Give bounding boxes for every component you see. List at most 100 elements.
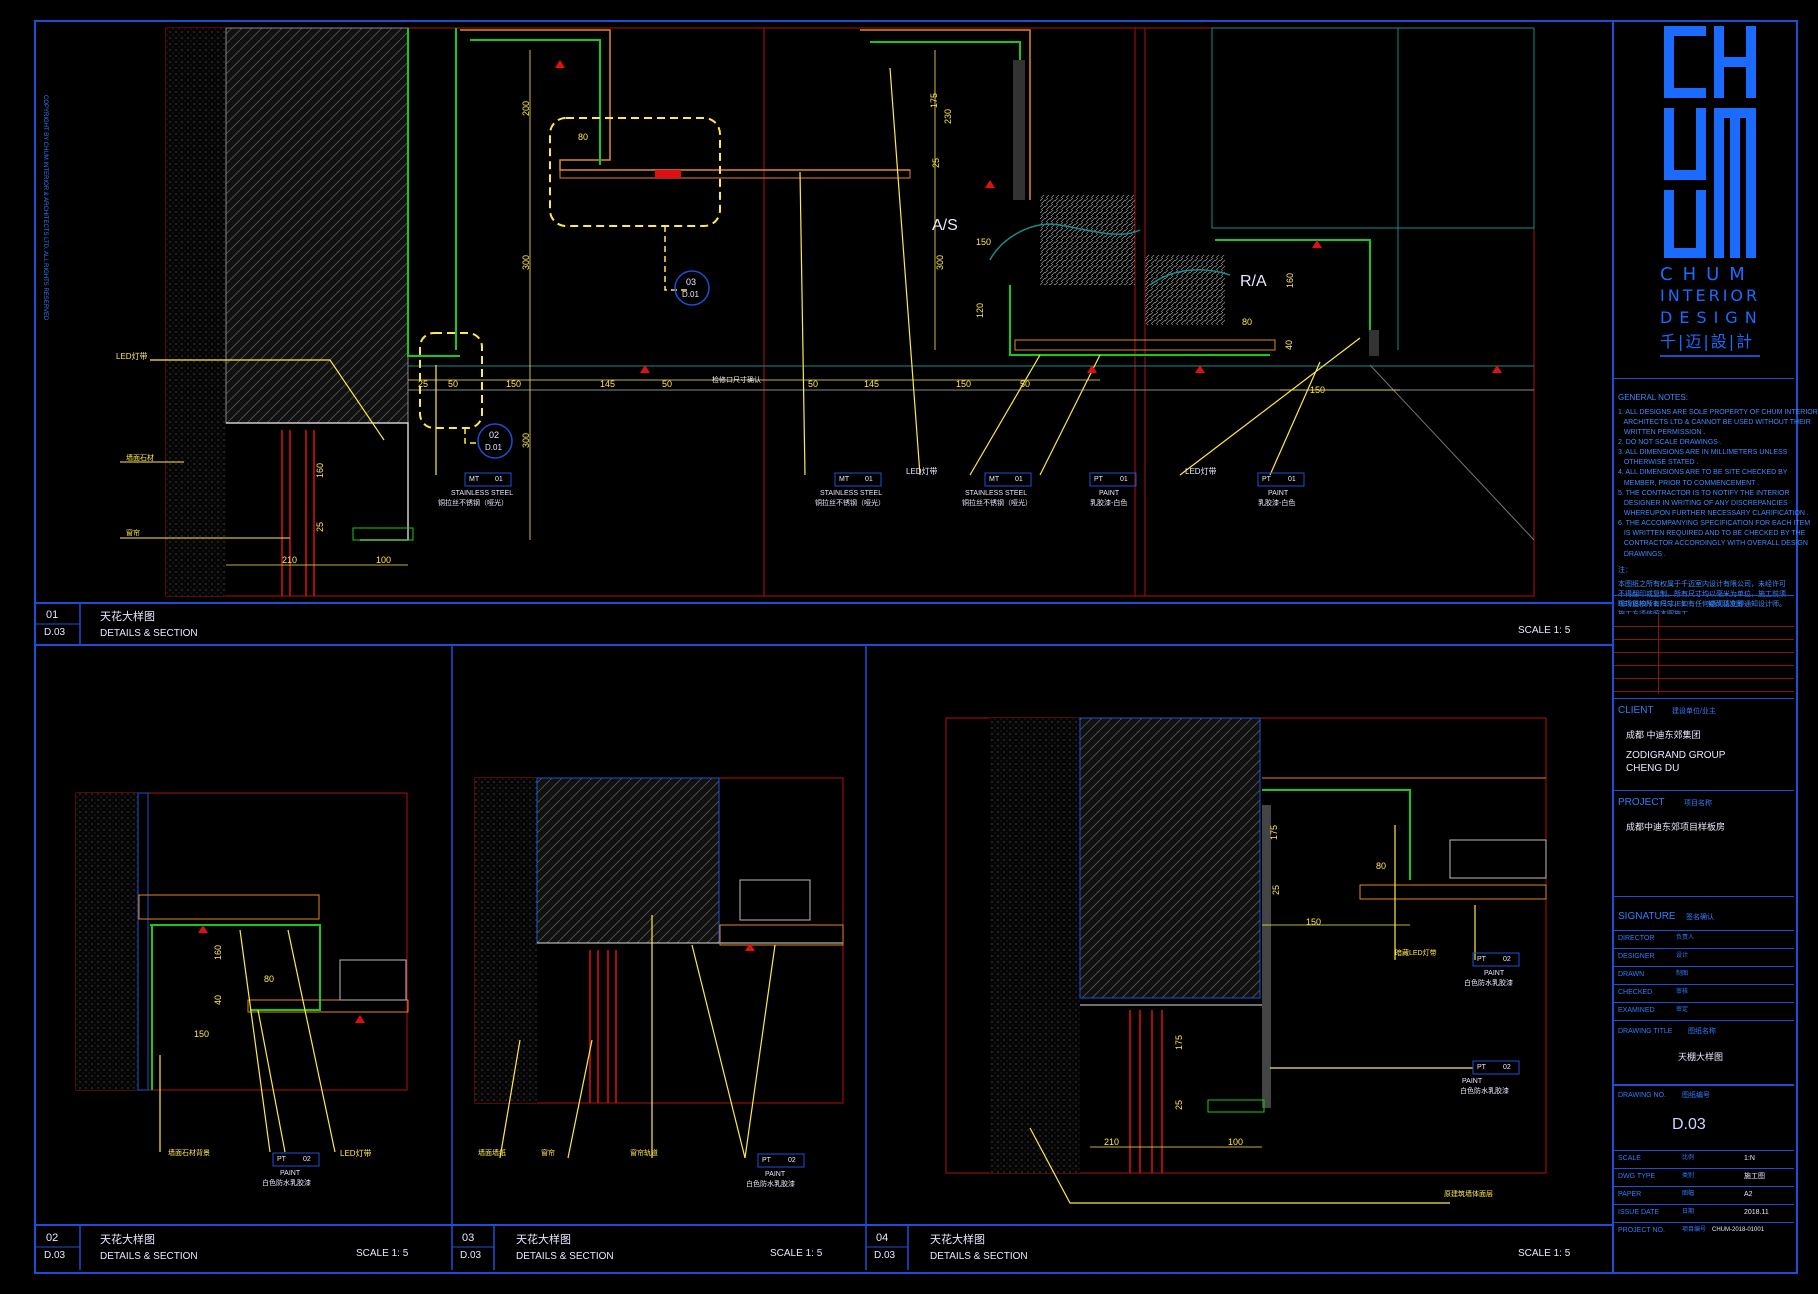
dim-25-2: 25 <box>315 521 325 532</box>
detail-number: 04 <box>876 1232 889 1244</box>
tag-01-4: 01 <box>1120 476 1128 483</box>
drawing-title-label: DRAWING TITLE <box>1618 1028 1673 1035</box>
led3: LED灯带 <box>1185 467 1217 476</box>
ss2: STAINLESS STEEL <box>820 490 883 497</box>
dim-145-1: 145 <box>600 379 616 389</box>
callout2b: D.01 <box>485 443 502 452</box>
drawing-no-value: D.03 <box>1672 1116 1706 1133</box>
tag-01-1: 01 <box>495 476 503 483</box>
detail-03-drawing <box>474 777 844 1168</box>
detail-title-en: DETAILS & SECTION <box>100 1251 198 1262</box>
chum-logo-mark <box>1664 26 1756 258</box>
meta-row-cn: 比例 <box>1682 1155 1695 1161</box>
signature-label-cn: 签名确认 <box>1686 914 1714 921</box>
note-line: 5. THE CONTRACTOR IS TO NOTIFY THE INTER… <box>1618 489 1790 497</box>
dim-145-2: 145 <box>864 379 880 389</box>
dim-150-4: 150 <box>1310 385 1326 395</box>
client-name-cn: 成都 中迪东郊集团 <box>1626 730 1701 740</box>
d2-dim-150: 150 <box>194 1029 210 1039</box>
note-line: DESIGNER IN WRITING OF ANY DISCREPANCIES <box>1618 499 1788 507</box>
note-line: OTHERWISE STATED . <box>1618 459 1699 467</box>
dim-40-1: 40 <box>1284 339 1294 350</box>
signature-row-value: 制图 <box>1676 971 1689 977</box>
logo-text-design: DESIGN <box>1660 308 1764 327</box>
paint2: PAINT <box>1268 490 1289 497</box>
signature-row-value: 审核 <box>1676 989 1689 995</box>
dim-300-2: 300 <box>521 432 531 448</box>
detail-scale: SCALE 1: 5 <box>770 1248 823 1259</box>
d2-tag-02: 02 <box>303 1156 311 1163</box>
stone-label: 墙面石材 <box>126 455 154 462</box>
detail-title-cn: 天花大样图 <box>930 1234 985 1246</box>
dim-80-1: 80 <box>578 132 589 142</box>
d2-a: 墙面石材背景 <box>168 1150 210 1157</box>
signature-label: SIGNATURE <box>1618 911 1676 922</box>
drawing-title-value: 天棚大样图 <box>1678 1052 1724 1062</box>
tag-mt-2: MT <box>839 476 850 483</box>
signature-row <box>1614 930 1794 931</box>
d4-tag-02-2: 02 <box>1503 1064 1511 1071</box>
signature-row-value: 负责人 <box>1676 935 1695 941</box>
detail-number: 02 <box>46 1232 59 1244</box>
d2-dim-80: 80 <box>264 974 275 984</box>
d4-dim-25-2: 25 <box>1174 1099 1184 1110</box>
detail-number: 03 <box>462 1232 475 1244</box>
meta-row-cn: 项目编号 <box>1682 1227 1707 1233</box>
client-label: CLIENT <box>1618 705 1654 716</box>
dim-80-2: 80 <box>1242 317 1253 327</box>
note-cn-line: 本图纸之所有权属于千迈室内设计有限公司，未经许可 <box>1618 580 1786 588</box>
note-cn-line: 不得翻印或复制。所有尺寸均以毫米为单位，施工前须 <box>1618 590 1786 598</box>
d4-dim-100: 100 <box>1228 1137 1244 1147</box>
tag-mt-3: MT <box>989 476 1000 483</box>
dim-160-2: 160 <box>1285 272 1295 288</box>
ss1: STAINLESS STEEL <box>451 490 514 497</box>
paint2cn: 乳胶漆-白色 <box>1258 500 1296 507</box>
ceiling-note: 检修口尺寸确认 <box>712 377 761 384</box>
logo-text-chum: CHUM <box>1660 264 1755 285</box>
client-label-cn: 建设单位/业主 <box>1672 708 1716 715</box>
detail-scale: SCALE 1: 5 <box>356 1248 409 1259</box>
detail-scale: SCALE 1: 5 <box>1518 625 1571 636</box>
ss3cn: 铜拉丝不锈钢（哑光） <box>962 500 1032 507</box>
dim-300-1: 300 <box>521 254 531 270</box>
tag-01-2: 01 <box>865 476 873 483</box>
dim-200: 200 <box>521 100 531 116</box>
tag-mt-1: MT <box>469 476 480 483</box>
dim-50-3: 50 <box>808 379 819 389</box>
d2-b: LED灯带 <box>340 1149 372 1158</box>
signature-divider <box>1614 896 1794 897</box>
paint1: PAINT <box>1099 490 1120 497</box>
d4-tag-pt-2: PT <box>1477 1064 1486 1071</box>
d3-tag-02: 02 <box>788 1157 796 1164</box>
d2-paint: PAINT <box>280 1170 301 1177</box>
detail-02-drawing <box>75 792 409 1167</box>
signature-row <box>1614 984 1794 985</box>
d4-paint2: PAINT <box>1462 1078 1483 1085</box>
signature-row-value: 审定 <box>1676 1007 1689 1013</box>
project-divider <box>1614 790 1794 791</box>
d2-dim-160: 160 <box>213 944 223 960</box>
note-line: ARCHITECTS LTD & CANNOT BE USED WITHOUT … <box>1618 418 1811 426</box>
d3-paint: PAINT <box>765 1171 786 1178</box>
meta-row-cn: 日期 <box>1682 1209 1695 1215</box>
tag-pt-2: PT <box>1262 476 1271 483</box>
client-divider <box>1614 698 1794 699</box>
detail-04-drawing <box>945 717 1547 1204</box>
led-label: LED灯带 <box>116 352 148 361</box>
dim-175-1: 175 <box>929 92 939 108</box>
ra-label: R/A <box>1240 273 1267 290</box>
detail-title-en: DETAILS & SECTION <box>100 628 198 639</box>
revision-table <box>1614 614 1794 694</box>
d4-dim-210: 210 <box>1104 1137 1120 1147</box>
note-line: IS WRITTEN REQUIRED AND TO BE CHECKED BY… <box>1618 530 1806 538</box>
project-label: PROJECT <box>1618 797 1665 808</box>
dim-50-1: 50 <box>448 379 459 389</box>
d3-b: 窗帘 <box>541 1150 555 1157</box>
dim-300-3: 300 <box>935 254 945 270</box>
signature-row-key: DIRECTOR <box>1618 935 1655 942</box>
note-line: 1. ALL DESIGNS ARE SOLE PROPERTY OF CHUM… <box>1618 408 1818 416</box>
meta-row-key: PAPER <box>1618 1191 1642 1198</box>
tag-01-3: 01 <box>1015 476 1023 483</box>
meta-row <box>1614 1204 1794 1205</box>
d4-dim-80: 80 <box>1376 861 1387 871</box>
